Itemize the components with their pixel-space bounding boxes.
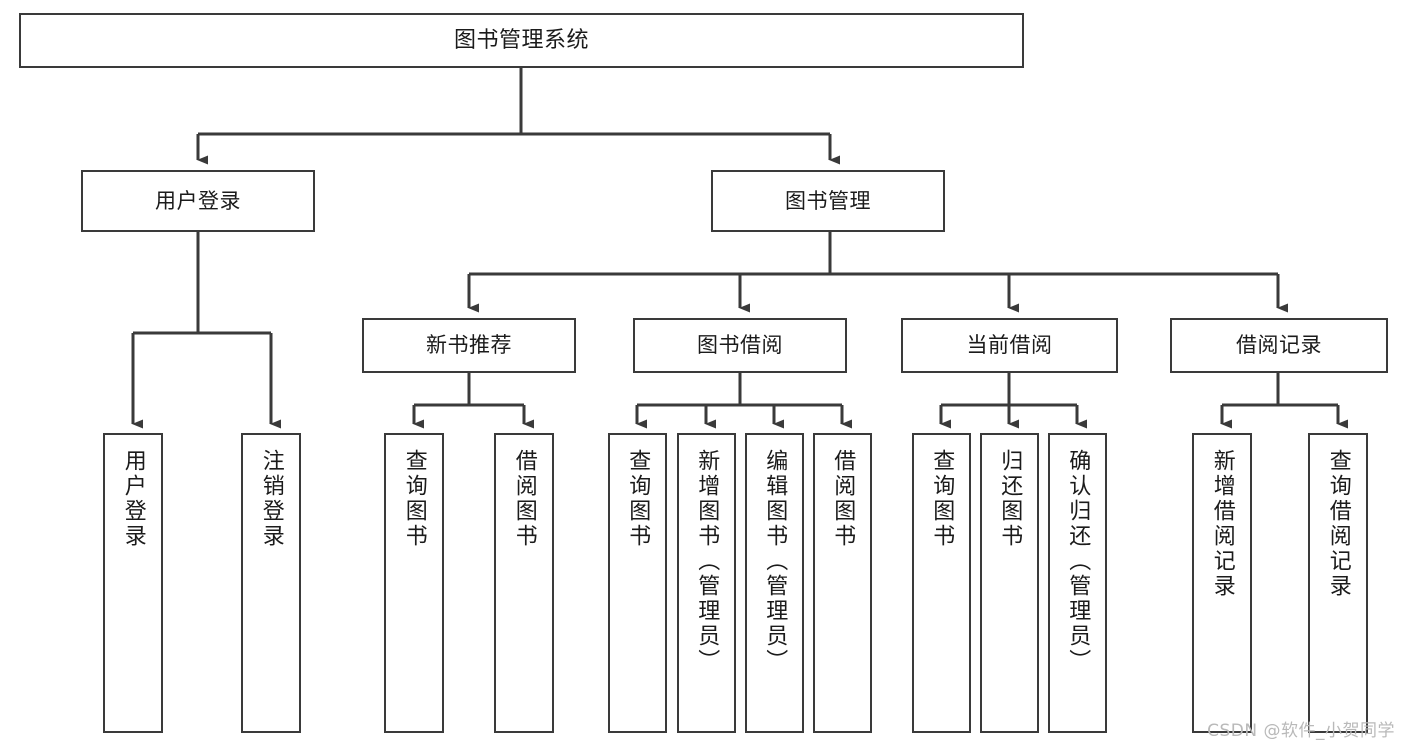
leaf-add-book-admin[interactable]: 新增图书（管理员） — [677, 433, 736, 733]
node-label: 查询图书 — [625, 449, 651, 549]
node-label: 新书推荐 — [426, 333, 512, 358]
leaf-query-book-borrow[interactable]: 查询图书 — [608, 433, 667, 733]
node-label: 用户登录 — [120, 449, 146, 549]
leaf-add-borrow-record[interactable]: 新增借阅记录 — [1192, 433, 1252, 733]
watermark: CSDN @软件_小贺同学 — [1207, 721, 1395, 741]
leaf-borrow-book-recommend[interactable]: 借阅图书 — [494, 433, 554, 733]
node-label: 确认归还（管理员） — [1065, 449, 1091, 674]
leaf-query-borrow-record[interactable]: 查询借阅记录 — [1308, 433, 1368, 733]
node-label: 查询图书 — [401, 449, 427, 549]
node-borrow-record[interactable]: 借阅记录 — [1170, 318, 1388, 373]
node-label: 用户登录 — [155, 188, 241, 213]
node-label: 查询借阅记录 — [1325, 449, 1351, 599]
node-label: 借阅记录 — [1236, 333, 1322, 358]
leaf-confirm-return-admin[interactable]: 确认归还（管理员） — [1048, 433, 1107, 733]
leaf-borrow-book[interactable]: 借阅图书 — [813, 433, 872, 733]
leaf-user-login[interactable]: 用户登录 — [103, 433, 163, 733]
leaf-logout-login[interactable]: 注销登录 — [241, 433, 301, 733]
leaf-return-book[interactable]: 归还图书 — [980, 433, 1039, 733]
node-book-management[interactable]: 图书管理 — [711, 170, 945, 232]
node-label: 新增图书（管理员） — [694, 449, 720, 674]
leaf-query-book-current[interactable]: 查询图书 — [912, 433, 971, 733]
node-label: 注销登录 — [258, 449, 284, 549]
leaf-query-book-recommend[interactable]: 查询图书 — [384, 433, 444, 733]
leaf-edit-book-admin[interactable]: 编辑图书（管理员） — [745, 433, 804, 733]
node-user-login[interactable]: 用户登录 — [81, 170, 315, 232]
node-label: 借阅图书 — [511, 449, 537, 549]
node-book-borrow[interactable]: 图书借阅 — [633, 318, 847, 373]
node-label: 查询图书 — [929, 449, 955, 549]
node-label: 图书借阅 — [697, 333, 783, 358]
node-label: 编辑图书（管理员） — [762, 449, 788, 674]
node-label: 图书管理系统 — [453, 27, 589, 53]
node-new-book-recommend[interactable]: 新书推荐 — [362, 318, 576, 373]
node-label: 新增借阅记录 — [1209, 449, 1235, 599]
node-label: 借阅图书 — [830, 449, 856, 549]
node-label: 当前借阅 — [966, 333, 1053, 358]
node-label: 归还图书 — [997, 449, 1023, 549]
node-current-borrow[interactable]: 当前借阅 — [901, 318, 1118, 373]
node-root-book-management-system[interactable]: 图书管理系统 — [19, 13, 1024, 68]
node-label: 图书管理 — [785, 188, 871, 213]
